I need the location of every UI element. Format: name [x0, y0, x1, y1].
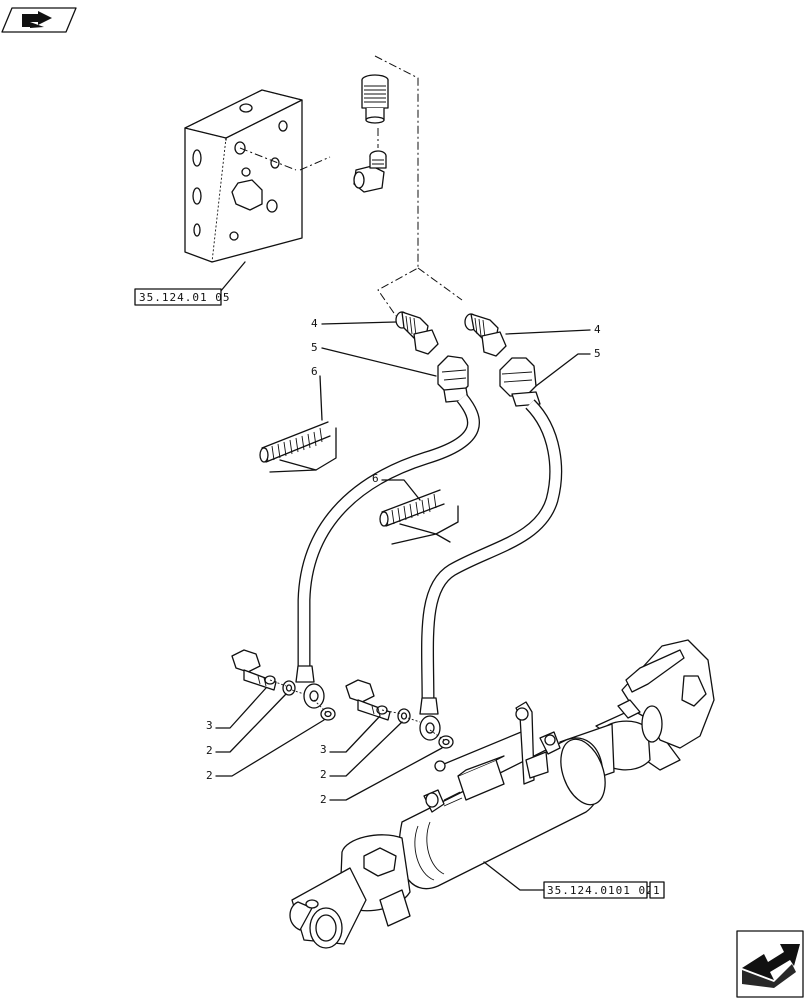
callout-4-left: 4 — [311, 317, 318, 330]
spring-guard-left — [259, 421, 337, 473]
callout-4-right: 4 — [594, 323, 601, 336]
callout-5-left: 5 — [311, 341, 318, 354]
quick-coupling-right — [464, 313, 507, 357]
callout-3-left: 3 — [206, 719, 213, 732]
callouts: 4 4 5 5 6 6 3 2 2 3 2 2 — [206, 317, 601, 806]
washer-4 — [438, 735, 454, 749]
callout-2-b: 2 — [206, 769, 213, 782]
callout-3-right: 3 — [320, 743, 327, 756]
callout-5-right: 5 — [594, 347, 601, 360]
hose-right — [419, 399, 563, 741]
callout-2-c: 2 — [320, 768, 327, 781]
callout-6-right: 6 — [372, 472, 379, 485]
callout-6-left: 6 — [311, 365, 318, 378]
hydraulic-plug — [361, 74, 389, 124]
ref-cylinder-page: 1 — [653, 884, 661, 897]
centerline — [374, 55, 463, 317]
hose-nut-left — [437, 355, 469, 403]
ref-valve-block-text: 35.124.01 05 — [139, 291, 230, 304]
hose-nut-right — [499, 357, 541, 407]
hydraulic-cylinder — [289, 639, 715, 949]
next-page-arrow-icon[interactable] — [736, 930, 804, 998]
leader-cylinder — [483, 861, 545, 891]
washer-3 — [397, 708, 411, 724]
callout-2-a: 2 — [206, 744, 213, 757]
elbow-fitting — [353, 150, 387, 193]
banjo-bolt-right — [345, 679, 391, 721]
washer-2 — [320, 707, 336, 721]
ref-box-valve-block[interactable]: 35.124.01 05 — [134, 288, 230, 306]
callout-2-d: 2 — [320, 793, 327, 806]
quick-coupling-left — [395, 311, 439, 355]
valve-block — [183, 89, 331, 293]
washer-1 — [282, 680, 296, 696]
ref-box-cylinder[interactable]: 35.124.0101 02 1 — [543, 881, 665, 899]
hose-left — [295, 393, 480, 709]
spring-guard-right — [379, 489, 459, 545]
book-arrow-icon[interactable] — [1, 7, 77, 33]
ref-cylinder-text: 35.124.0101 02 — [547, 884, 654, 897]
banjo-bolt-left — [231, 649, 277, 691]
